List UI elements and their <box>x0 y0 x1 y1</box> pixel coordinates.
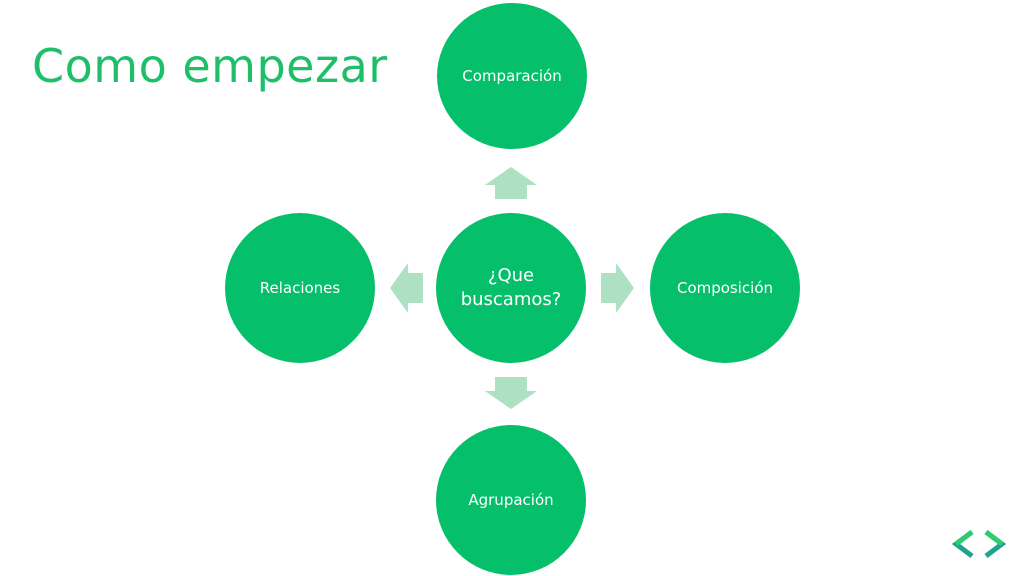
node-comparacion: Comparación <box>437 3 587 149</box>
node-comparacion-label: Comparación <box>462 67 562 85</box>
node-center-label: ¿Que buscamos? <box>460 265 562 310</box>
slide-title: Como empezar <box>32 39 388 93</box>
node-relaciones-label: Relaciones <box>259 279 341 297</box>
node-agrupacion: Agrupación <box>436 425 586 575</box>
node-composicion-label: Composición <box>676 279 774 297</box>
arrow-up <box>485 167 537 199</box>
node-agrupacion-label: Agrupación <box>468 491 554 509</box>
next-slide-button[interactable] <box>980 524 1010 564</box>
chevron-right-icon <box>984 530 1007 558</box>
node-composicion: Composición <box>650 213 800 363</box>
arrow-right <box>601 263 634 313</box>
chevron-left-icon <box>951 530 974 558</box>
prev-slide-button[interactable] <box>948 524 978 564</box>
node-center: ¿Que buscamos? <box>436 213 586 363</box>
slide-navigation <box>948 524 1010 564</box>
arrow-down <box>485 377 537 409</box>
node-relaciones: Relaciones <box>225 213 375 363</box>
arrow-left <box>390 263 423 313</box>
